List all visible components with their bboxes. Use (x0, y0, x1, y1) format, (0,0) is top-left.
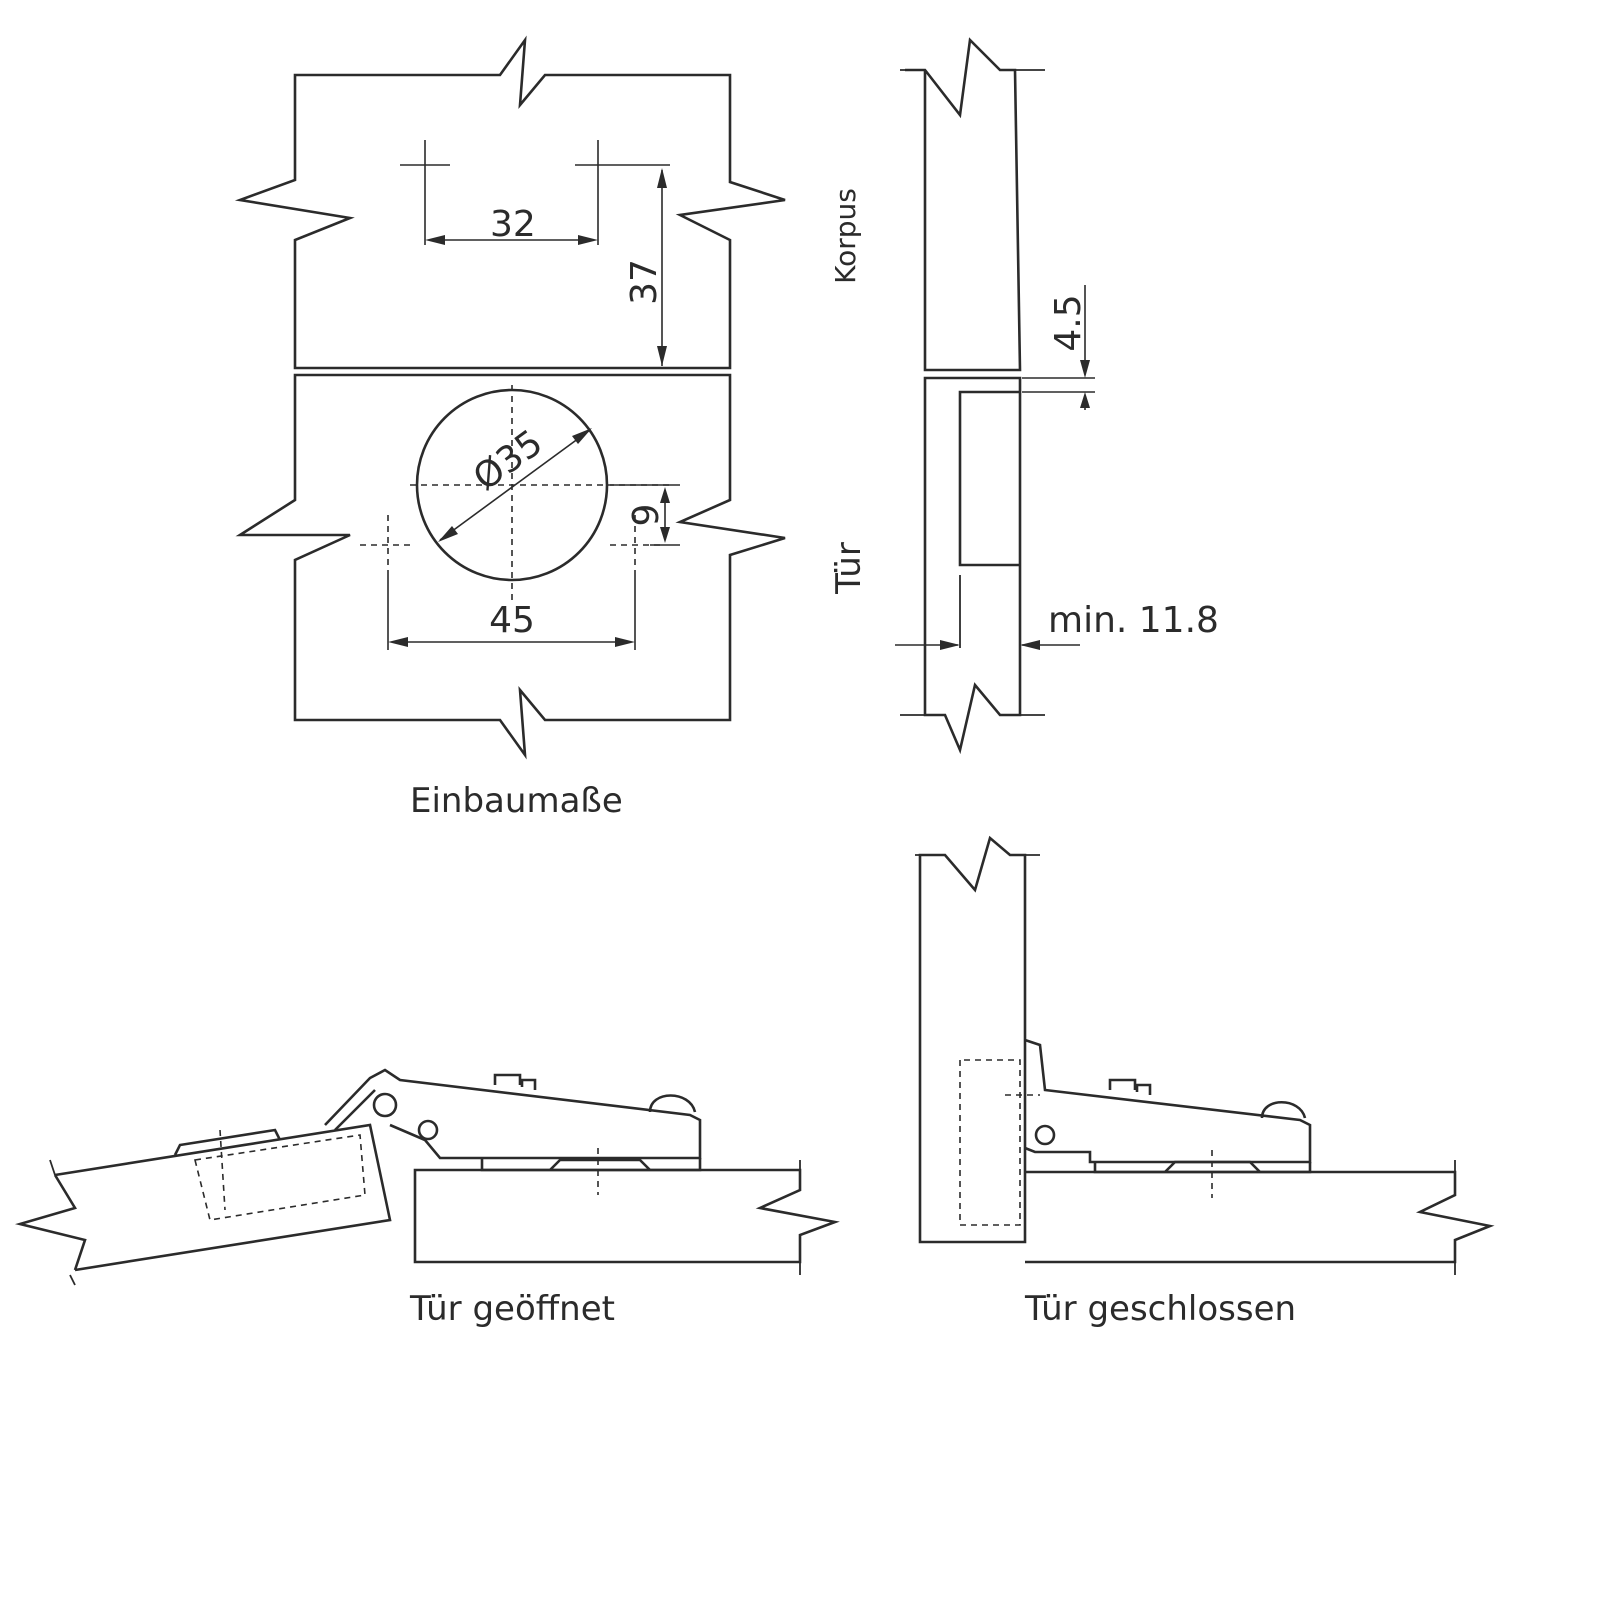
caption-tuer-geoeffnet: Tür geöffnet (409, 1289, 615, 1329)
dim-min-11-8: min. 11.8 (1048, 600, 1219, 641)
screw-hole-right-cross (575, 140, 620, 200)
side-hole-right-cross (610, 515, 660, 570)
screw-hole-left-cross (400, 140, 450, 200)
hinge-door-opened-view (14, 1068, 840, 1286)
dim-32: 32 (490, 204, 536, 245)
dim-diameter-35: Ø35 (466, 422, 550, 499)
label-tuer: Tür (829, 542, 869, 595)
hinge-door-closed-view (915, 835, 1495, 1275)
caption-einbaumasse: Einbaumaße (410, 781, 623, 821)
side-view-section: 4.5 min. 11.8 Korpus Tür (829, 37, 1219, 755)
door-plate-front-view: Ø35 9 45 (235, 373, 786, 760)
side-hole-left-cross (360, 515, 415, 570)
dim-4-5: 4.5 (1048, 294, 1089, 351)
caption-tuer-geschlossen: Tür geschlossen (1024, 1289, 1296, 1329)
korpus-plate-front-view: 32 37 (234, 35, 786, 370)
dim-37: 37 (624, 259, 665, 305)
dim-9: 9 (626, 504, 667, 527)
dim-45: 45 (489, 600, 535, 641)
label-korpus: Korpus (829, 188, 862, 284)
